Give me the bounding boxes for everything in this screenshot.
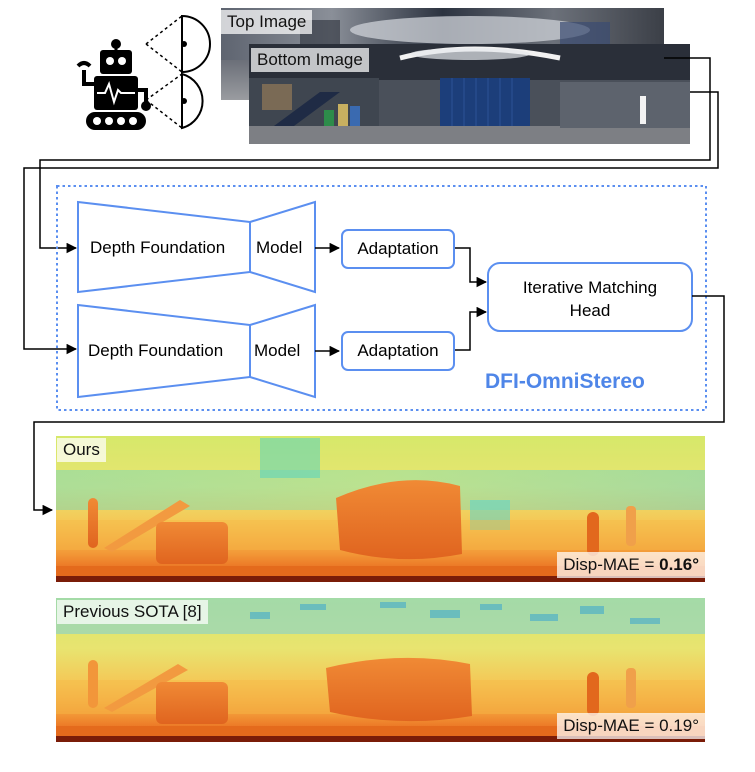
robot-icon: [76, 39, 151, 130]
iterative-matching-head: [487, 262, 693, 332]
ours-metric-prefix: Disp-MAE =: [563, 555, 660, 574]
adaptation-2-label: Adaptation: [357, 341, 439, 360]
top-image-label: Top Image: [221, 10, 313, 34]
depth-foundation-model-2: [77, 303, 316, 399]
depth-foundation-model-1: [77, 200, 316, 294]
omni-camera-icon: [145, 14, 211, 130]
framework-name: DFI-OmniStereo: [485, 370, 645, 393]
ours-metric-value: 0.16°: [659, 555, 699, 574]
ours-depth-map: [56, 436, 705, 582]
sota-depth-map: [56, 598, 705, 742]
encoder2-label-left: Depth Foundation: [88, 341, 224, 360]
encoder1-label-left: Depth Foundation: [90, 238, 226, 257]
adaptation-block-1: Adaptation: [341, 229, 455, 269]
sota-metric: Disp-MAE = 0.19°: [557, 713, 705, 739]
ours-label: Ours: [57, 438, 106, 462]
bottom-image-label: Bottom Image: [251, 48, 369, 72]
ours-metric: Disp-MAE = 0.16°: [557, 552, 705, 578]
bottom-panorama-image: [249, 44, 690, 144]
sota-label: Previous SOTA [8]: [57, 600, 208, 624]
encoder2-label-right: Model: [254, 341, 301, 360]
adaptation-block-2: Adaptation: [341, 331, 455, 371]
head-label: Iterative Matching Head: [488, 276, 692, 322]
head-label-line2: Head: [569, 301, 611, 320]
encoder1-label-right: Model: [256, 238, 303, 257]
adaptation-1-label: Adaptation: [357, 239, 439, 258]
head-label-line1: Iterative Matching: [522, 278, 658, 297]
framework-boundary: [56, 185, 707, 411]
